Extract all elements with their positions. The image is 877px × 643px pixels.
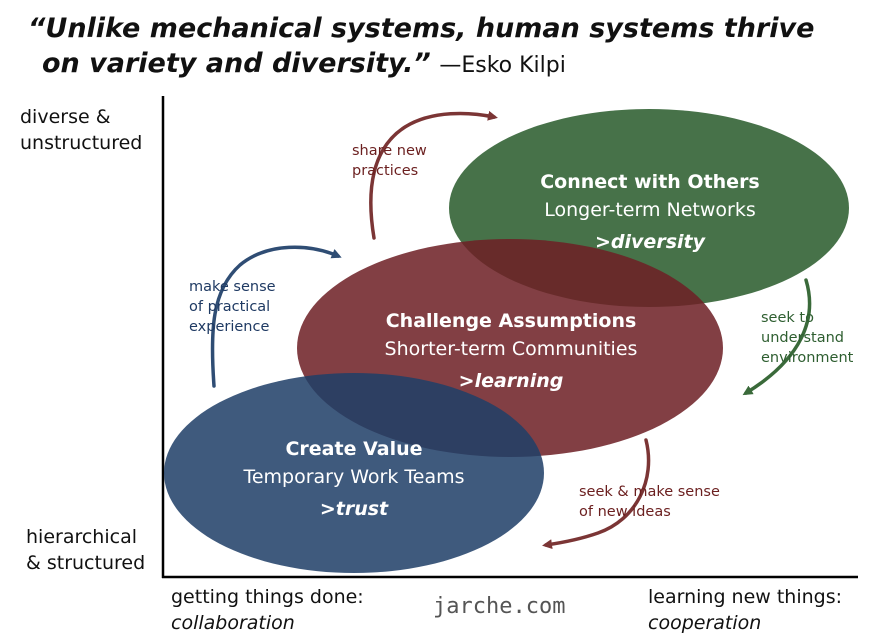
svg-text:make sense: make sense: [189, 279, 276, 295]
y-axis-bottom-label: hierarchical & structured: [26, 526, 146, 574]
arrow-share-practices: [369, 110, 498, 240]
green-title: Connect with Others: [540, 171, 760, 193]
arrow-seek-ideas: [542, 438, 651, 550]
watermark: jarche.com: [433, 594, 566, 619]
svg-text:seek to: seek to: [761, 310, 814, 326]
note-seek-ideas: seek & make sense of new ideas: [579, 484, 720, 520]
arrow-make-sense: [210, 245, 342, 388]
note-seek-understand: seek to understand environment: [761, 310, 854, 366]
x-axis-right-label: learning new things: cooperation: [648, 586, 843, 634]
red-subtitle: Shorter-term Communities: [385, 338, 638, 360]
svg-text:environment: environment: [761, 350, 854, 366]
arrow-seek-understand: [742, 278, 812, 396]
blue-tag: >trust: [320, 498, 389, 520]
red-tag: >learning: [459, 370, 564, 392]
red-title: Challenge Assumptions: [386, 310, 637, 332]
green-subtitle: Longer-term Networks: [544, 199, 756, 221]
y-axis-top-label: diverse & unstructured: [20, 106, 143, 154]
svg-text:of new ideas: of new ideas: [579, 504, 671, 520]
blue-title: Create Value: [285, 438, 422, 460]
green-tag: >diversity: [595, 231, 707, 253]
svg-text:practices: practices: [352, 163, 418, 179]
note-share-practices: share new practices: [352, 143, 427, 179]
svg-text:of practical: of practical: [189, 299, 270, 315]
x-axis-left-label: getting things done: collaboration: [171, 586, 364, 634]
ellipse-blue: [164, 373, 544, 573]
blue-subtitle: Temporary Work Teams: [242, 466, 464, 488]
svg-text:share new: share new: [352, 143, 427, 159]
svg-text:seek & make sense: seek & make sense: [579, 484, 720, 500]
quote-line1: “Unlike mechanical systems, human system…: [28, 13, 815, 44]
note-make-sense: make sense of practical experience: [189, 279, 276, 335]
svg-text:experience: experience: [189, 319, 269, 335]
quote-line2: on variety and diversity.”: [42, 47, 431, 79]
quote: “Unlike mechanical systems, human system…: [28, 12, 814, 81]
quote-attribution: —Esko Kilpi: [439, 52, 566, 78]
svg-text:understand: understand: [761, 330, 844, 346]
